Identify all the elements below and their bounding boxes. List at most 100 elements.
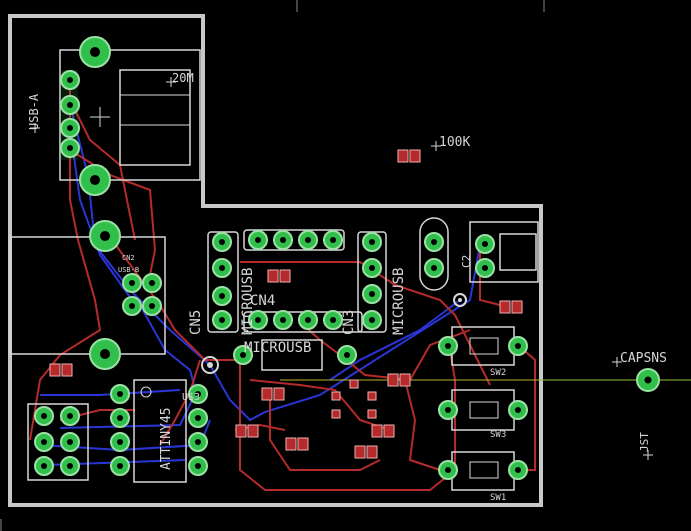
through-hole-pads — [34, 70, 528, 480]
sw3-label: SW3 — [490, 430, 506, 440]
smd-pad[interactable] — [511, 300, 523, 314]
sw1-knob — [469, 461, 499, 479]
transistor-pad[interactable] — [331, 391, 341, 401]
pad-drill-hole — [369, 317, 375, 323]
smd-pad[interactable] — [397, 149, 409, 163]
pad-drill-hole — [219, 265, 225, 271]
pad-drill-hole — [515, 467, 521, 473]
pad-drill-hole — [330, 317, 336, 323]
pad-drill-hole — [219, 317, 225, 323]
pad-drill-hole — [67, 102, 73, 108]
pad-drill-hole — [255, 317, 261, 323]
smd-pad[interactable] — [297, 437, 309, 451]
pad-drill-hole — [369, 291, 375, 297]
smd-pad[interactable] — [261, 387, 273, 401]
pad-drill-hole — [431, 239, 437, 245]
usb-a-label: USB-A — [27, 93, 41, 130]
pad-drill-hole — [195, 415, 201, 421]
pad-drill-hole — [149, 280, 155, 286]
smd-pad[interactable] — [273, 387, 285, 401]
smd-pad[interactable] — [285, 437, 297, 451]
pad-drill-hole — [41, 463, 47, 469]
pad-drill-hole — [67, 125, 73, 131]
crystal-outline — [419, 217, 449, 291]
c2-label: C2 — [460, 255, 473, 268]
pad-drill-hole — [117, 463, 123, 469]
sw2-label: SW2 — [490, 368, 506, 378]
pad-drill-hole — [431, 265, 437, 271]
origin-markers — [30, 77, 653, 460]
pad-drill-hole — [219, 293, 225, 299]
pad-drill-hole — [117, 439, 123, 445]
pad-drill-hole — [117, 415, 123, 421]
isp-header-outline — [27, 403, 89, 481]
vias — [201, 293, 467, 374]
pad-drill-hole — [195, 439, 201, 445]
pad-drill-hole — [67, 145, 73, 151]
smd-pad[interactable] — [354, 445, 366, 459]
pad-drill-hole — [129, 280, 135, 286]
pad-drill-hole — [195, 463, 201, 469]
pad-drill-hole — [445, 343, 451, 349]
pad-drill-hole — [369, 265, 375, 271]
smd-pad[interactable] — [366, 445, 378, 459]
cn4-label: CN4 — [250, 293, 275, 309]
microusb-label-a: MICROUSB — [240, 268, 256, 335]
smd-pad[interactable] — [499, 300, 511, 314]
pad-drill-hole — [305, 237, 311, 243]
pad-drill-hole — [280, 237, 286, 243]
grid-markers — [0, 0, 545, 531]
pad-drill-hole — [305, 317, 311, 323]
smd-pad[interactable] — [387, 373, 399, 387]
smd-pad[interactable] — [399, 373, 411, 387]
pad-drill-hole — [67, 77, 73, 83]
pad-drill-hole — [344, 352, 350, 358]
pad-drill-hole — [330, 237, 336, 243]
pad-drill-hole — [195, 391, 201, 397]
smd-pad[interactable] — [279, 269, 291, 283]
pad-drill-hole — [445, 407, 451, 413]
r100k-label: 100K — [439, 135, 470, 150]
smd-pads — [49, 149, 523, 459]
pad-drill-hole — [219, 239, 225, 245]
smd-pad[interactable] — [235, 424, 247, 438]
pad-drill-hole — [515, 343, 521, 349]
pad-drill-hole — [67, 413, 73, 419]
cn5-label: CN5 — [188, 310, 204, 335]
cn2-label: CN2 — [122, 254, 135, 262]
board-outline — [8, 14, 543, 507]
capsns-label: CAPSNS — [620, 351, 667, 366]
microusb-headers — [207, 229, 387, 371]
transistor-pad[interactable] — [367, 409, 377, 419]
smd-pad[interactable] — [371, 424, 383, 438]
usb-b-connector[interactable] — [9, 236, 166, 355]
capsns-pad[interactable] — [636, 368, 660, 392]
usb-a-body — [59, 49, 201, 181]
transistor-pad[interactable] — [367, 391, 377, 401]
jst-notch — [499, 233, 537, 271]
smd-pad[interactable] — [61, 363, 73, 377]
sw3-knob — [469, 401, 499, 419]
jst-connector[interactable] — [469, 221, 539, 283]
attiny-chip[interactable] — [133, 379, 187, 483]
smd-pad[interactable] — [383, 424, 395, 438]
smd-pad[interactable] — [409, 149, 421, 163]
microusb-label-b: MICROUSB — [244, 340, 311, 356]
transistor-pad[interactable] — [349, 379, 359, 389]
smd-pad[interactable] — [267, 269, 279, 283]
usb-a-pins — [60, 70, 78, 160]
jst-body — [469, 221, 539, 283]
usb-a-port — [119, 69, 191, 166]
sw2-knob — [469, 337, 499, 355]
pad-drill-hole — [280, 317, 286, 323]
pad-drill-hole — [129, 303, 135, 309]
attiny-label: ATTINY45 — [159, 407, 174, 470]
usb-a-connector[interactable] — [59, 49, 201, 181]
transistor-pad[interactable] — [331, 409, 341, 419]
large-mounting-pads — [79, 36, 121, 370]
smd-pad[interactable] — [247, 424, 259, 438]
attiny-body — [133, 379, 187, 483]
smd-pad[interactable] — [49, 363, 61, 377]
u1-label: U$3 — [182, 392, 200, 403]
